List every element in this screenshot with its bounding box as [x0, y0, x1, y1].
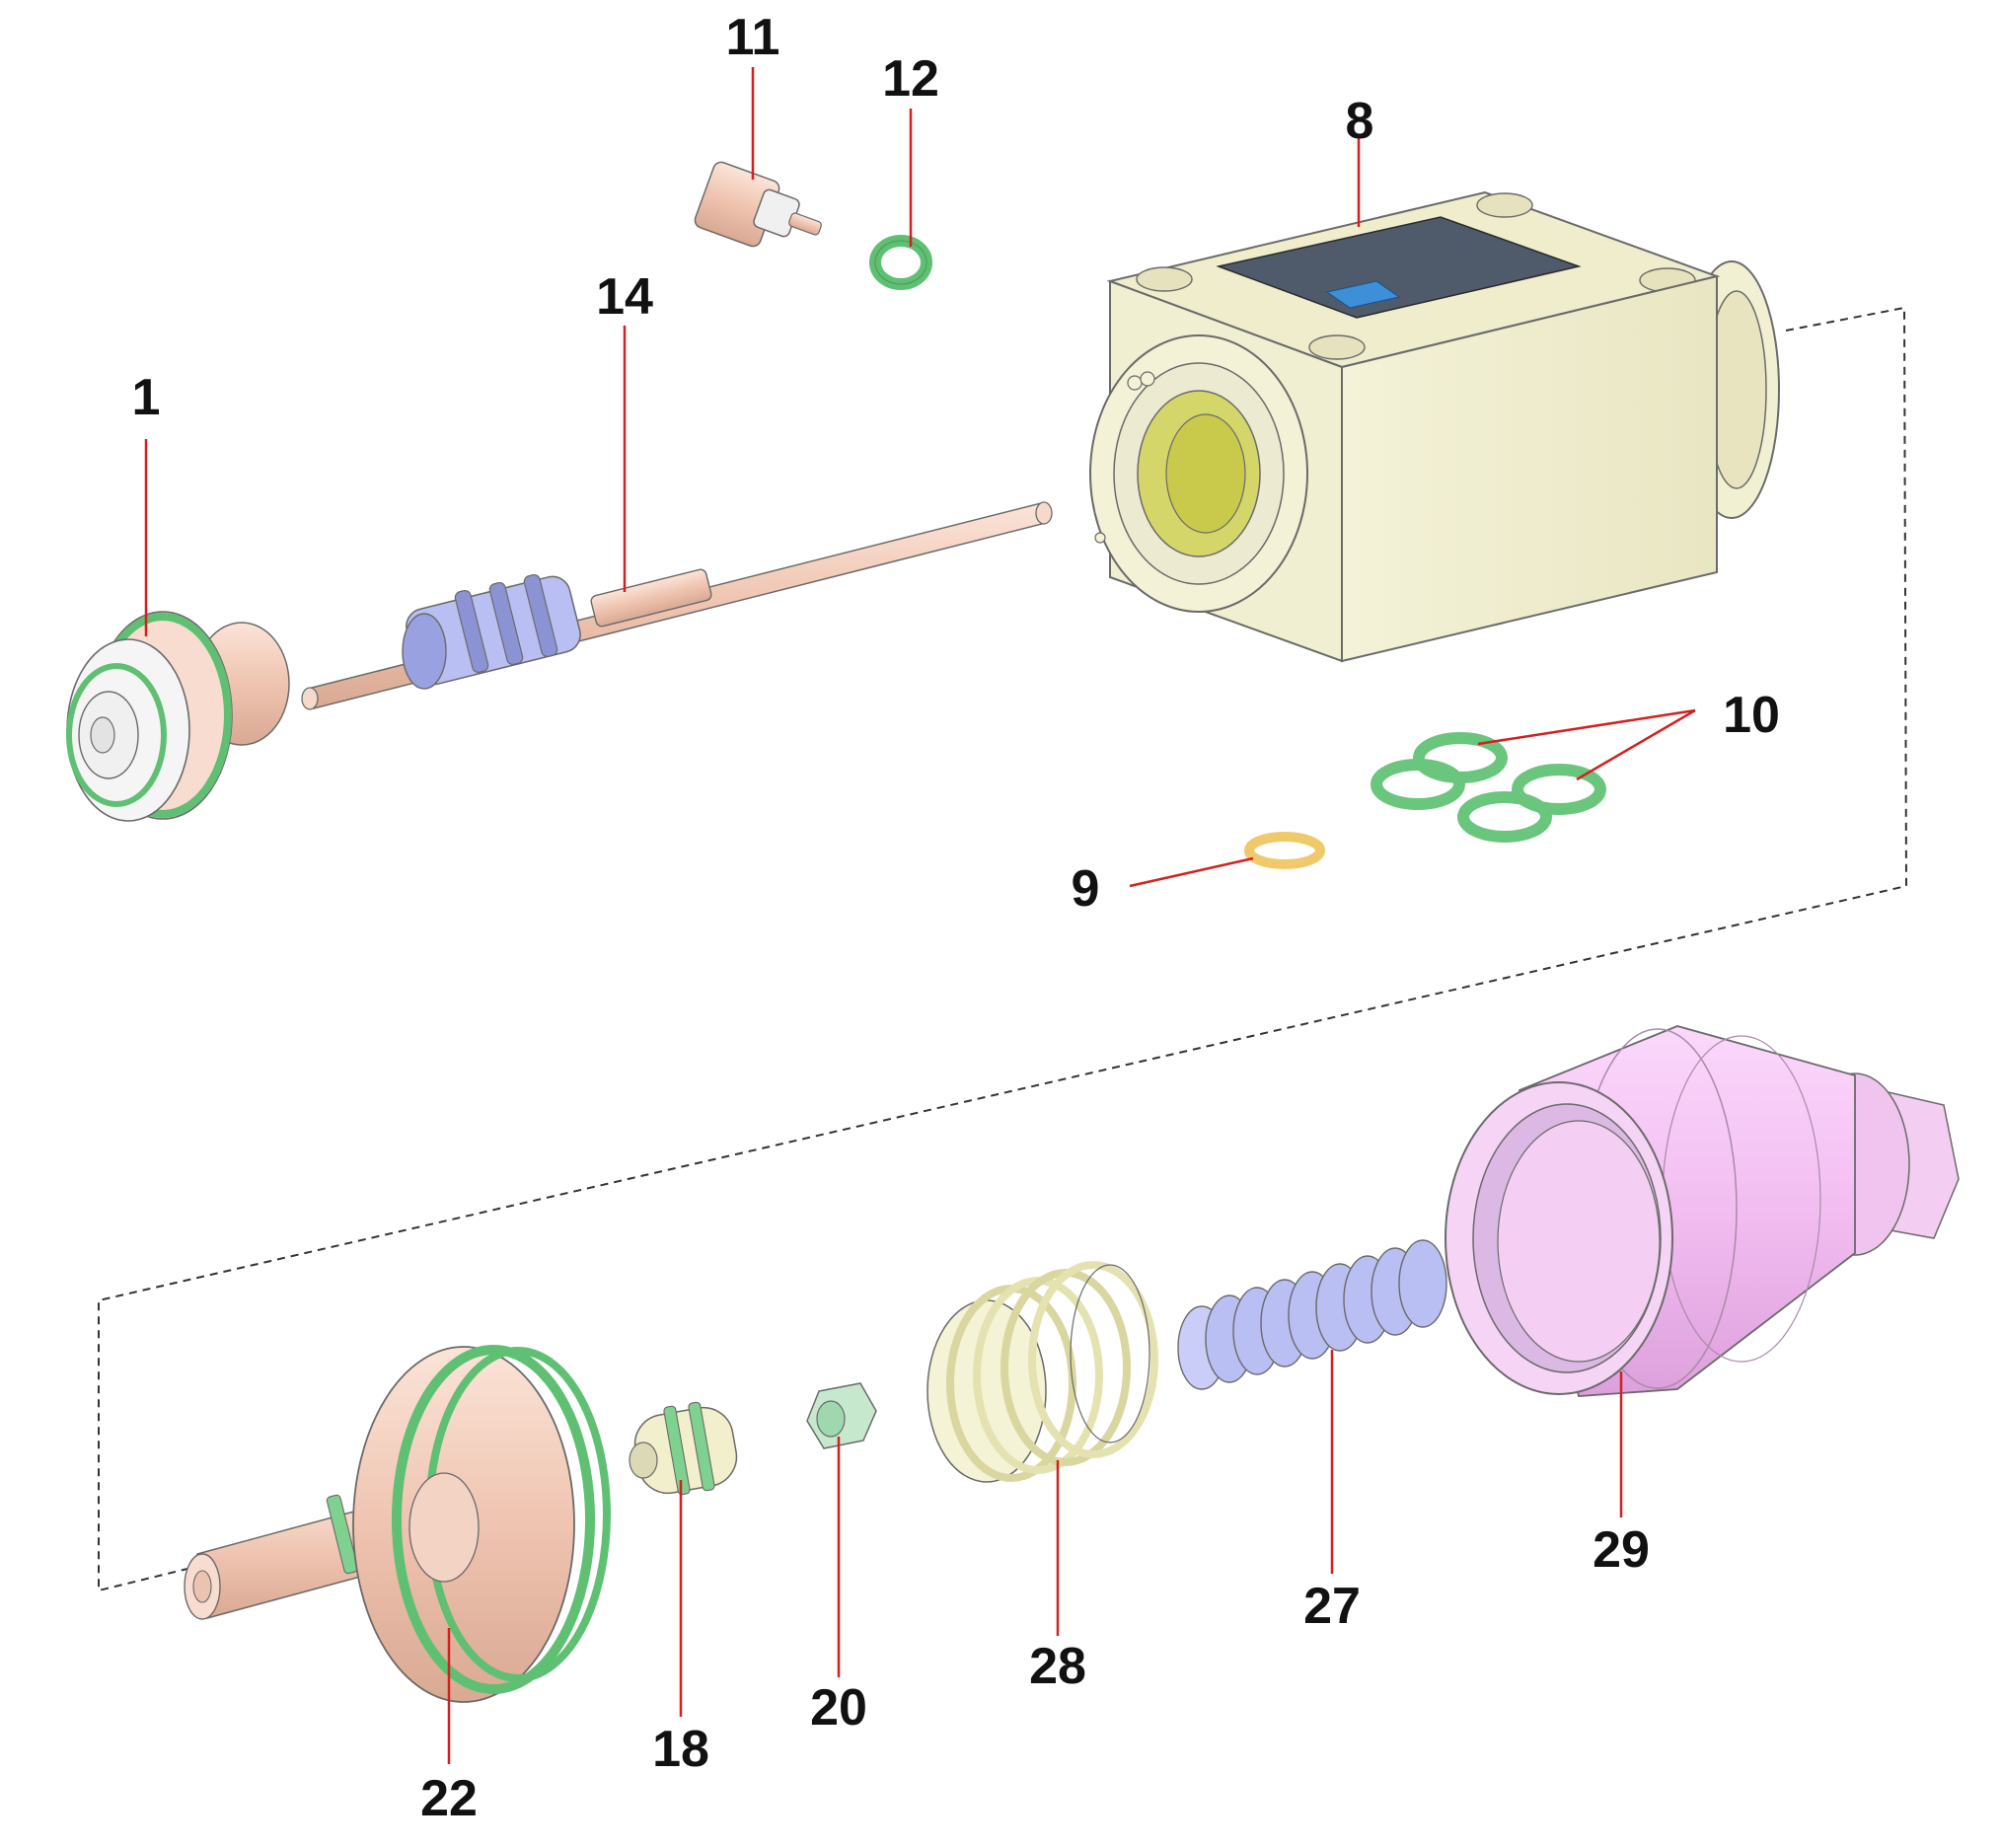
callout-10: 10 — [1723, 687, 1780, 744]
leader-10a — [1477, 708, 1696, 746]
callout-12: 12 — [882, 50, 939, 108]
callout-18: 18 — [652, 1721, 709, 1778]
part-29-cap — [1445, 1025, 1960, 1397]
part-28-spring — [926, 1261, 1158, 1483]
callout-11: 11 — [726, 9, 780, 66]
callout-8: 8 — [1346, 93, 1374, 150]
part-14-needle — [301, 501, 1053, 710]
callout-1: 1 — [132, 369, 161, 426]
part-18-insert — [629, 1401, 738, 1496]
part-1-seat-assembly — [66, 611, 290, 822]
part-11-fitting — [694, 161, 822, 248]
callout-9: 9 — [1072, 860, 1100, 918]
part-22-piston — [184, 1345, 611, 1703]
callout-29: 29 — [1593, 1521, 1650, 1579]
callout-14: 14 — [596, 268, 653, 326]
callout-20: 20 — [810, 1679, 867, 1737]
callout-labels: 1 8 9 10 11 12 14 18 20 22 27 28 29 — [132, 9, 1780, 1827]
callout-22: 22 — [420, 1770, 478, 1827]
callout-28: 28 — [1029, 1638, 1086, 1695]
leader-10b — [1576, 708, 1696, 781]
leader-lines — [144, 67, 1696, 1764]
part-20-nut — [806, 1382, 877, 1449]
callout-27: 27 — [1303, 1578, 1361, 1635]
part-8-housing — [1089, 190, 1780, 663]
part-9-o-ring — [1244, 832, 1325, 869]
assembly-path-line — [98, 306, 1908, 1592]
part-27-spring — [1177, 1239, 1447, 1390]
part-12-o-ring — [869, 235, 932, 290]
leader-9 — [1129, 856, 1254, 888]
part-10-o-rings — [1371, 732, 1606, 843]
